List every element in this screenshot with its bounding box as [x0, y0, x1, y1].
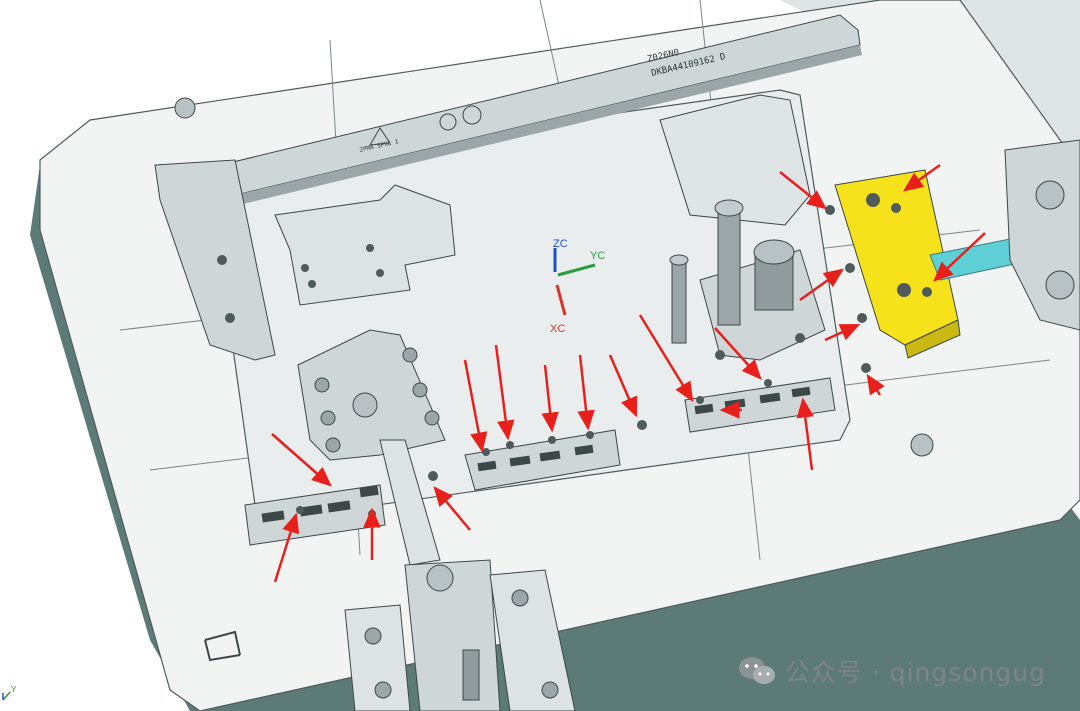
watermark: 公众号 · qingsongug [737, 653, 1046, 689]
axis-label-zc: ZC [553, 238, 568, 250]
core-cylinder-top [753, 239, 795, 265]
upper-left-insert [274, 184, 456, 306]
red-arrow [796, 397, 814, 471]
block-hole [795, 333, 805, 343]
cap-screw [717, 204, 741, 326]
bottom-clamp-left [344, 604, 411, 711]
callout-arrows [271, 163, 986, 583]
bracket-hole [217, 255, 227, 265]
locating-bolt-heads [314, 347, 440, 453]
clamp-screw [1035, 180, 1065, 210]
top-rail-bar-face [215, 45, 862, 210]
ejector-pin-head [669, 254, 689, 266]
red-arrow [638, 314, 694, 403]
red-arrow [271, 433, 332, 487]
bottom-insert-strip [244, 484, 386, 546]
red-arrow [799, 268, 845, 302]
insert-hole [308, 280, 316, 288]
red-arrow [463, 359, 488, 453]
bottom-slider-rail [379, 439, 441, 566]
date-stamp-dial [462, 105, 482, 125]
red-arrow [541, 364, 559, 433]
vent-holes [174, 97, 934, 481]
red-arrow [433, 486, 471, 531]
bracket-hole [225, 313, 235, 323]
bottom-guide-pin [462, 649, 480, 701]
clamp-bolt-head [541, 681, 559, 699]
red-arrow [608, 354, 638, 418]
insert-hole [301, 264, 309, 272]
date-stamp-dial [439, 113, 457, 131]
insert-hole [376, 269, 384, 277]
red-arrow [866, 373, 885, 396]
ejector-pin [671, 257, 687, 344]
absolute-coordinate-triad [2, 691, 11, 701]
red-arrow [714, 327, 762, 380]
red-arrow [933, 232, 986, 282]
clamp-bolt-head [511, 589, 529, 607]
axis-label-y-small: Y [11, 685, 17, 694]
middle-insert-strip [464, 429, 621, 491]
slider-hole [891, 203, 901, 213]
block-hole [715, 350, 725, 360]
recycle-triangle-mark [369, 127, 391, 146]
red-arrow [577, 354, 595, 431]
slider-hole [866, 193, 880, 207]
left-slider-bracket [154, 159, 276, 361]
axis-label-xc: XC [550, 323, 565, 335]
red-arrow [824, 323, 861, 342]
red-arrow [273, 512, 300, 583]
bottom-clamp-right [489, 569, 576, 711]
wechat-icon [738, 657, 775, 684]
clamp-bolt-head [364, 627, 382, 645]
slider-hole [922, 287, 932, 297]
red-arrow [779, 171, 827, 210]
locating-bolt [352, 392, 378, 418]
axis-label-yc: YC [590, 250, 605, 262]
red-arrow [902, 163, 941, 192]
cap-screw-head [714, 199, 744, 217]
slider-bolt [426, 564, 454, 592]
work-coordinate-triad [553, 248, 596, 316]
slider-hole [897, 283, 911, 297]
yellow-slider-face [904, 319, 961, 359]
clamp-bolt-head [374, 681, 392, 699]
insert-hole [366, 244, 374, 252]
watermark-text: 公众号 · qingsongug [784, 658, 1046, 687]
clamp-screw [1045, 270, 1075, 300]
corner-l-mark [204, 630, 241, 662]
red-arrow [494, 344, 515, 441]
